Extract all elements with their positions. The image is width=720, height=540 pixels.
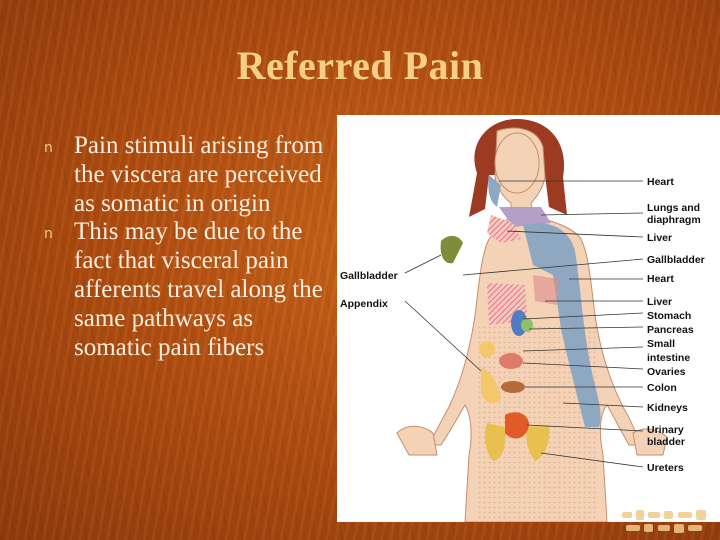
label-liver: Liver bbox=[647, 232, 672, 244]
pancreas-zone bbox=[521, 318, 533, 332]
appendix-zone bbox=[481, 367, 501, 404]
colon-zone bbox=[501, 381, 525, 393]
left-hand bbox=[396, 425, 438, 456]
lungs-diaphragm-zone bbox=[499, 207, 551, 227]
label-gallbladder: Gallbladder bbox=[647, 254, 705, 266]
heart-zone-arm bbox=[523, 223, 601, 427]
head bbox=[494, 132, 540, 194]
bullet-text: This may be due to the fact that viscera… bbox=[74, 218, 323, 361]
label-diaphragm: diaphragm bbox=[647, 214, 701, 226]
ovaries-zone bbox=[499, 353, 523, 369]
label-kidneys: Kidneys bbox=[647, 402, 688, 414]
leader-lines bbox=[404, 180, 644, 468]
label-ureters: Ureters bbox=[647, 462, 684, 474]
label-intestine: intestine bbox=[647, 352, 690, 364]
body-diagram-svg: Gallbladder Appendix Heart Lungs and dia… bbox=[340, 119, 705, 522]
label-heart: Heart bbox=[647, 176, 674, 188]
label-liver-2: Liver bbox=[647, 296, 672, 308]
label-urinary: Urinary bbox=[647, 424, 684, 436]
label-lungs-and: Lungs and bbox=[647, 202, 700, 214]
bullet-text: Pain stimuli arising from the viscera ar… bbox=[74, 132, 324, 217]
label-gallbladder-left: Gallbladder bbox=[340, 270, 398, 282]
label-heart-2: Heart bbox=[647, 273, 674, 285]
heart-zone-neck bbox=[488, 175, 501, 207]
gallbladder-zone bbox=[440, 235, 463, 264]
bullet-marker: n bbox=[44, 140, 53, 156]
label-pancreas: Pancreas bbox=[647, 324, 694, 336]
label-small: Small bbox=[647, 338, 675, 350]
bullet-item: n Pain stimuli arising from the viscera … bbox=[44, 132, 334, 218]
referred-pain-body-diagram: Gallbladder Appendix Heart Lungs and dia… bbox=[337, 115, 720, 522]
small-intestine-zone-left bbox=[479, 341, 495, 357]
bullet-marker: n bbox=[44, 226, 53, 243]
corner-decorative-logo bbox=[622, 510, 706, 533]
slide-title: Referred Pain bbox=[236, 43, 484, 88]
liver-zone-shoulder bbox=[487, 215, 521, 243]
label-colon: Colon bbox=[647, 382, 677, 394]
label-stomach: Stomach bbox=[647, 310, 691, 322]
ureters-zone bbox=[485, 423, 550, 461]
label-ovaries: Ovaries bbox=[647, 366, 686, 378]
label-appendix: Appendix bbox=[340, 298, 388, 310]
bullet-list: n Pain stimuli arising from the viscera … bbox=[44, 132, 334, 362]
urinary-bladder-zone bbox=[505, 412, 529, 439]
bullet-item: n This may be due to the fact that visce… bbox=[44, 218, 334, 362]
liver-zone-right bbox=[533, 275, 559, 305]
label-bladder: bladder bbox=[647, 436, 685, 448]
